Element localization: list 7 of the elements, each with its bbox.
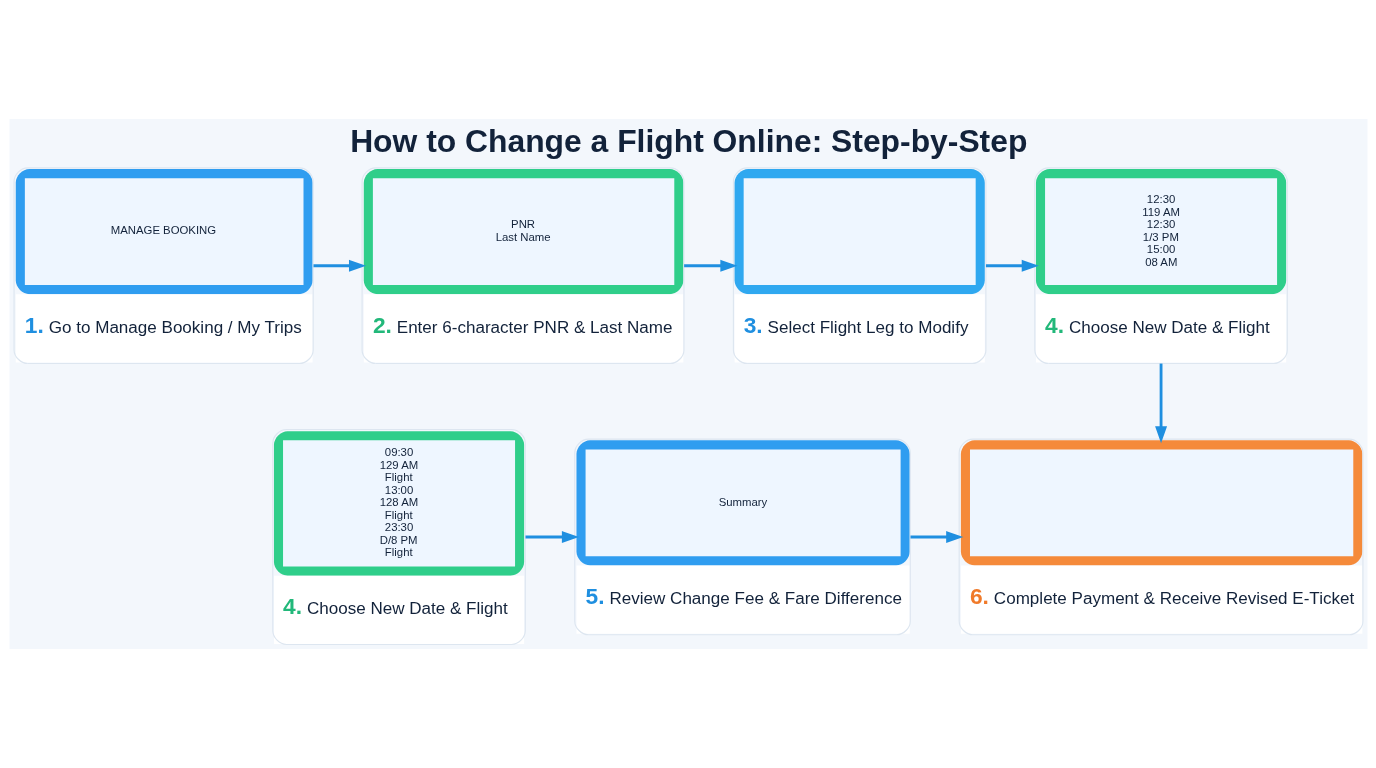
arrow	[683, 259, 737, 272]
arrow	[985, 259, 1039, 272]
arrow	[910, 531, 963, 543]
diagram-title: How to Change a Flight Online: Step-by-Step	[349, 123, 1027, 160]
arrow	[313, 259, 366, 272]
arrow	[1154, 363, 1167, 444]
arrow	[525, 531, 579, 543]
